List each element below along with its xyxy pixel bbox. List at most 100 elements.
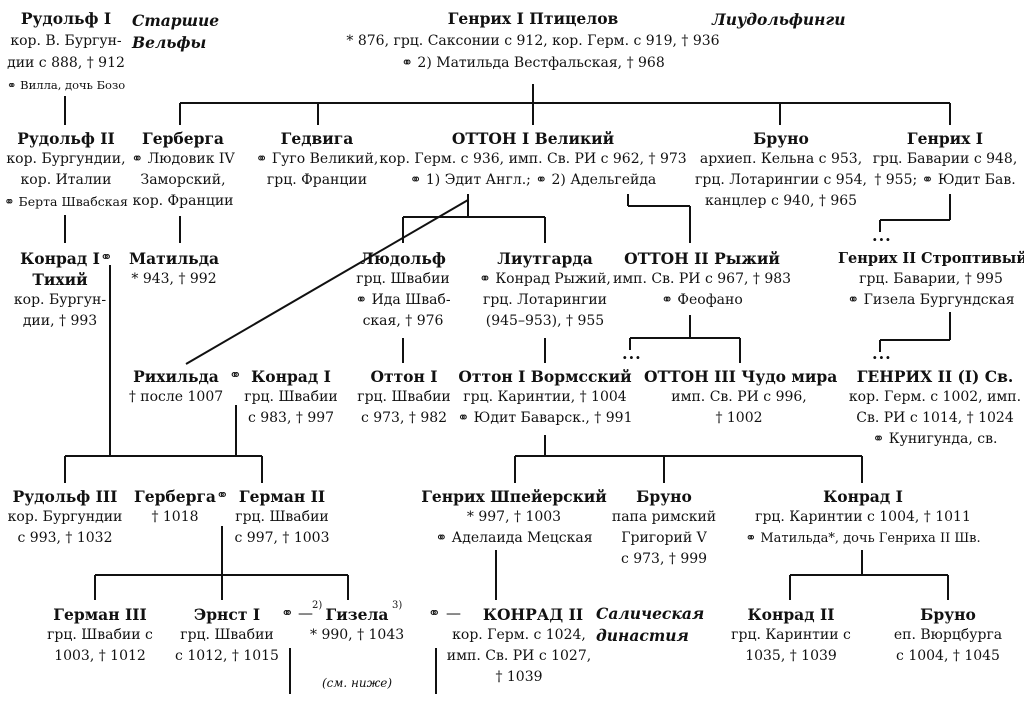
person-info: имп. Св. РИ с 1027, [446,648,592,664]
person-info: кор. Франции [132,193,234,209]
person-name: Бруно [753,129,809,148]
person-info: † 955; ⚭ Юдит Бав. [874,172,1016,188]
person-bruno-koeln: Бруно архиеп. Кельна с 953, грц. Лотарин… [692,128,870,212]
person-info: с 983, † 997 [247,410,335,426]
person-info: грц. Каринтии с [731,627,851,643]
person-info: грц. Швабии [356,271,450,287]
person-name: Конрад II [747,605,835,624]
person-spouse: ⚭ Берта Швабская [4,194,128,209]
person-spouse: ⚭ Гуго Великий, [255,151,379,167]
older-welfs-label-line2: Вельфы [132,33,207,52]
person-info: * 943, † 992 [131,271,217,287]
person-name: ОТТОН I Великий [451,129,615,148]
person-name: Генрих II Строптивый [838,250,1024,267]
person-info: с 1012, † 1015 [175,648,279,664]
person-info: (945–953), † 955 [485,313,605,329]
person-spouse: ⚭ Аделаида Мецская [435,530,593,546]
person-info: грц. Каринтии, † 1004 [463,389,627,405]
person-info: грц. Швабии [357,389,451,405]
person-name: Конрад I [823,487,903,506]
older-welfs-label: Старшие Вельфы [132,10,219,54]
person-name: ГЕНРИХ II (I) Св. [856,367,1014,386]
person-spouse: ⚭ Ида Шваб- [355,292,451,308]
person-liutgard: Лиутгарда ⚭ Конрад Рыжий, грц. Лотаринги… [470,248,620,332]
salian-label-line1: Салическая [596,604,705,623]
person-spouse: ⚭ Матильда*, дочь Генриха II Шв. [745,531,981,546]
person-info: грц. Баварии с 948, [872,151,1018,167]
person-heinrich-1: Генрих I Птицелов * 876, грц. Саксонии с… [313,8,753,74]
person-info: с 1004, † 1045 [896,648,1000,664]
marriage-symbol-gerberga-hermann: ⚭ [216,486,229,504]
person-name: Бруно [920,605,976,624]
person-spouse: ⚭ 2) Матильда Вестфальская, † 968 [401,55,665,71]
person-spouse: ⚭ Юдит Баварск., † 991 [457,410,633,426]
person-otto-1: ОТТОН I Великий кор. Герм. с 936, имп. С… [378,128,688,191]
person-spouse: ⚭ Гизела Бургундская [847,292,1015,308]
person-spouse: ⚭ Кунигунда, св. [872,431,998,447]
person-info: грц. Баварии, † 995 [859,271,1003,287]
person-hermann-3: Герман III грц. Швабии с 1003, † 1012 [36,604,164,667]
person-info: дии с 888, † 912 [7,55,125,71]
person-name: Гизела [325,605,389,624]
person-mathilde: Матильда * 943, † 992 [124,248,224,290]
see-below-note: (см. ниже) [322,676,393,690]
person-epithet: Тихий [32,270,88,289]
person-info: с 993, † 1032 [17,530,113,546]
dash-gisela-konrad: — [446,604,461,622]
person-rudolf-1: Рудольф I кор. В. Бургун- дии с 888, † 9… [0,8,132,96]
person-gisela: Гизела * 990, † 1043 [310,604,404,646]
salian-label-line2: династия [596,626,689,645]
person-name: Герман II [238,487,326,506]
person-otto-2: ОТТОН II Рыжий имп. Св. РИ с 967, † 983 … [612,248,792,311]
person-info: * 876, грц. Саксонии с 912, кор. Герм. с… [346,33,720,49]
person-konrad-tikhy: Конрад I Тихий кор. Бургун- дии, † 993 [0,248,120,332]
person-info: Григорий V [621,530,707,546]
person-ernst-1: Эрнст I грц. Швабии с 1012, † 1015 [172,604,282,667]
person-rudolf-2: Рудольф II кор. Бургундии, кор. Италии ⚭… [0,128,132,212]
person-konrad-2-king: КОНРАД II кор. Герм. с 1024, имп. Св. РИ… [444,604,594,688]
person-info: папа римский [611,509,717,525]
person-name: Герман III [53,605,147,624]
person-konrad-2-carinthia: Конрад II грц. Каринтии с 1035, † 1039 [726,604,856,667]
person-info: 1035, † 1039 [745,648,837,664]
person-name: Рихильда [133,367,219,386]
person-info: с 997, † 1003 [234,530,330,546]
person-name: Генрих I [906,129,984,148]
person-info: кор. Италии [20,172,112,188]
person-info: грц. Лотарингии с 954, [695,172,867,188]
person-spouse: ⚭ 1) Эдит Англ.; ⚭ 2) Адельгейда [409,172,657,188]
salian-dynasty-label: Салическая династия [596,603,704,647]
person-info: с 973, † 999 [620,551,708,567]
older-welfs-label-line1: Старшие [132,11,220,30]
person-info: Св. РИ с 1014, † 1024 [856,410,1014,426]
person-info: грц. Швабии [180,627,274,643]
marriage-symbol-richilde-konrad: ⚭ [229,366,242,384]
person-info: грц. Лотарингии [482,292,608,308]
person-info: грц. Франции [266,172,368,188]
person-bruno-wuerzburg: Бруно еп. Вюрцбурга с 1004, † 1045 [878,604,1018,667]
person-info: † 1002 [715,410,763,426]
person-spouse: ⚭ Феофано [661,292,743,308]
person-info: имп. Св. РИ с 996, [671,389,807,405]
person-liudolf: Людольф грц. Швабии ⚭ Ида Шваб- ская, † … [348,248,458,332]
marriage-symbol-konrad-mathilde: ⚭ [100,248,113,266]
marriage-number-2: 2) [312,600,323,611]
person-info: кор. Бургундии, [6,151,126,167]
person-info: грц. Каринтии с 1004, † 1011 [755,509,971,525]
ellipsis-heinrich-bav-line: ... [872,226,892,245]
person-name: Людольф [360,249,446,268]
marriage-number-3: 3) [392,600,403,611]
person-rudolf-3: Рудольф III кор. Бургундии с 993, † 1032 [0,486,130,549]
person-otto-swabia: Оттон I грц. Швабии с 973, † 982 [352,366,456,429]
person-name: Бруно [636,487,692,506]
person-heinrich-bavaria: Генрих I грц. Баварии с 948, † 955; ⚭ Юд… [870,128,1020,191]
person-name: Герберга [142,129,224,148]
person-heinrich-2-zaenker: Генрих II Строптивый грц. Баварии, † 995… [838,248,1024,311]
person-spouse: ⚭ Конрад Рыжий, [479,271,611,287]
person-name: Рудольф II [17,129,115,148]
person-info: кор. Герм. с 936, имп. Св. РИ с 962, † 9… [379,151,687,167]
person-info: архиеп. Кельна с 953, [699,151,863,167]
person-info: † после 1007 [128,389,224,405]
marriage-symbol-ernst-gisela: ⚭ [281,604,294,622]
